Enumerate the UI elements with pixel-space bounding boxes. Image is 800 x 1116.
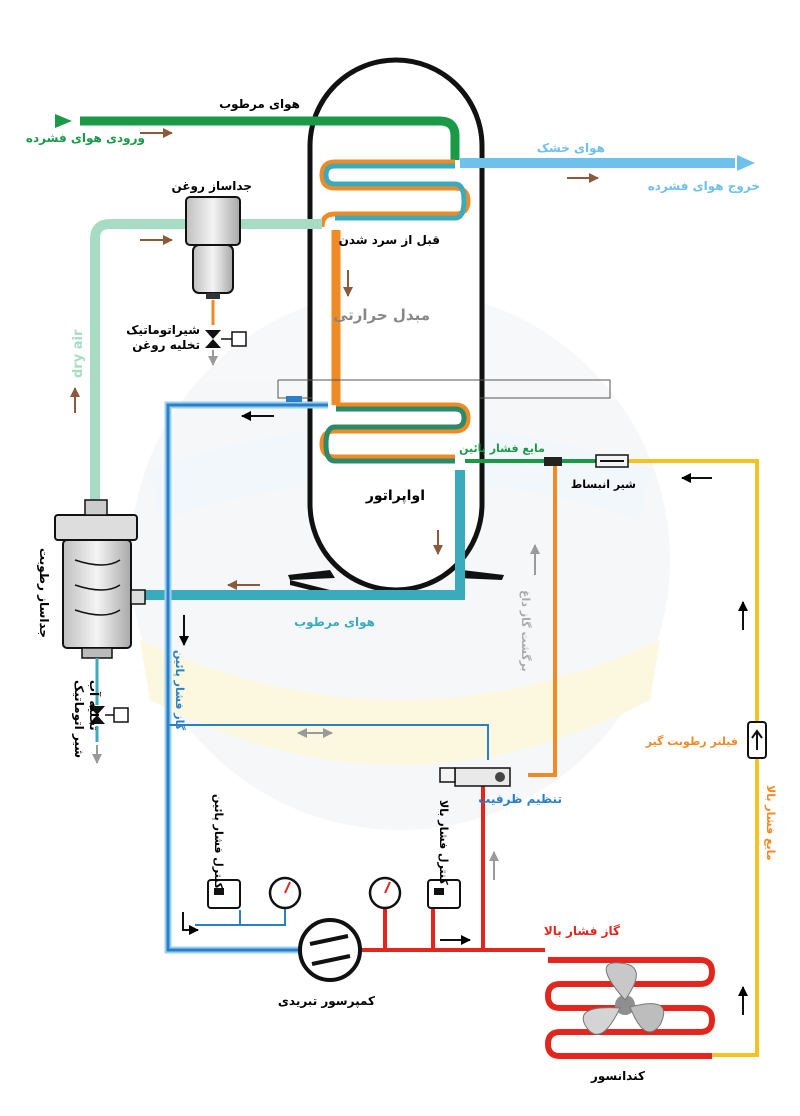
label-capacity-control: تنظیم ظرفیت: [478, 792, 562, 806]
label-precool: قبل از سرد شدن: [339, 233, 440, 247]
flow-arrows: [70, 128, 748, 1015]
label-low-pressure-gas: گاز فشار پائین: [173, 650, 186, 731]
label-expansion-valve: شیر انبساط: [571, 478, 636, 491]
label-compressor: کمپرسور تبریدی: [278, 994, 375, 1009]
low-pressure-gas-line: [164, 401, 489, 954]
label-compressed-air-outlet: خروج هوای فشرده: [648, 179, 760, 194]
label-condenser: کندانسور: [590, 1069, 645, 1084]
label-compressed-air-inlet: ورودی هوای فشرده: [26, 131, 145, 146]
label-filter-drier: فیلتر رطوبت گیر: [645, 735, 738, 748]
label-hot-gas-return: برگشت گاز داغ: [519, 590, 532, 672]
label-high-pressure-control: کنترل فشار بالا: [437, 800, 450, 885]
heat-exchanger-vessel: [288, 57, 504, 595]
label-dry-air-vertical: dry air: [71, 329, 86, 378]
compressor-icon: [298, 918, 362, 982]
label-low-pressure-control: کنترل فشار پائین: [212, 794, 225, 890]
moist-air-pipe: [145, 470, 465, 600]
label-oil-separator: جداساز روغن: [172, 179, 252, 194]
water-drain-valve-icon: [89, 706, 129, 764]
oil-drain-valve-icon: [205, 330, 247, 366]
oil-separator-icon: [185, 196, 241, 325]
fan-icon: [582, 962, 665, 1035]
pressure-gauge-icon: [268, 876, 302, 910]
label-evaporator: اواپراتور: [365, 488, 425, 504]
inlet-pipe: [55, 114, 460, 160]
expansion-valve-icon: [595, 454, 629, 468]
pressure-switch-icon: [207, 879, 461, 909]
moisture-separator-icon: [54, 499, 146, 705]
pressure-gauge-icon: [368, 876, 402, 910]
capacity-control-valve: [439, 767, 511, 787]
filter-drier-icon: [747, 721, 767, 759]
label-dry-air-top: هوای خشک: [537, 141, 605, 156]
label-high-pressure-gas: گاز فشار بالا: [544, 924, 620, 938]
label-low-pressure-liquid: مایع فشار پائین: [459, 442, 545, 455]
high-pressure-gas-line: [358, 780, 545, 952]
label-high-pressure-liquid: مایع فشار بالا: [764, 785, 777, 861]
low-pressure-liquid-line: [465, 457, 600, 777]
label-moist-separator: جداساز رطوبت: [36, 548, 51, 638]
precool-coil: [319, 159, 471, 228]
label-heat-exchanger: مبدل حرارتی: [333, 306, 430, 324]
evaporator-coil: [319, 402, 471, 464]
label-moist-air-top: هوای مرطوب: [219, 97, 300, 112]
outlet-pipe: [460, 155, 755, 171]
dry-air-pipe: [90, 219, 322, 505]
label-moist-air-bottom: هوای مرطوب: [294, 615, 375, 630]
blue-pipe-fitting: [286, 396, 302, 402]
label-auto-water-drain: شیر اتوماتیکتخلیه آب: [71, 680, 102, 758]
